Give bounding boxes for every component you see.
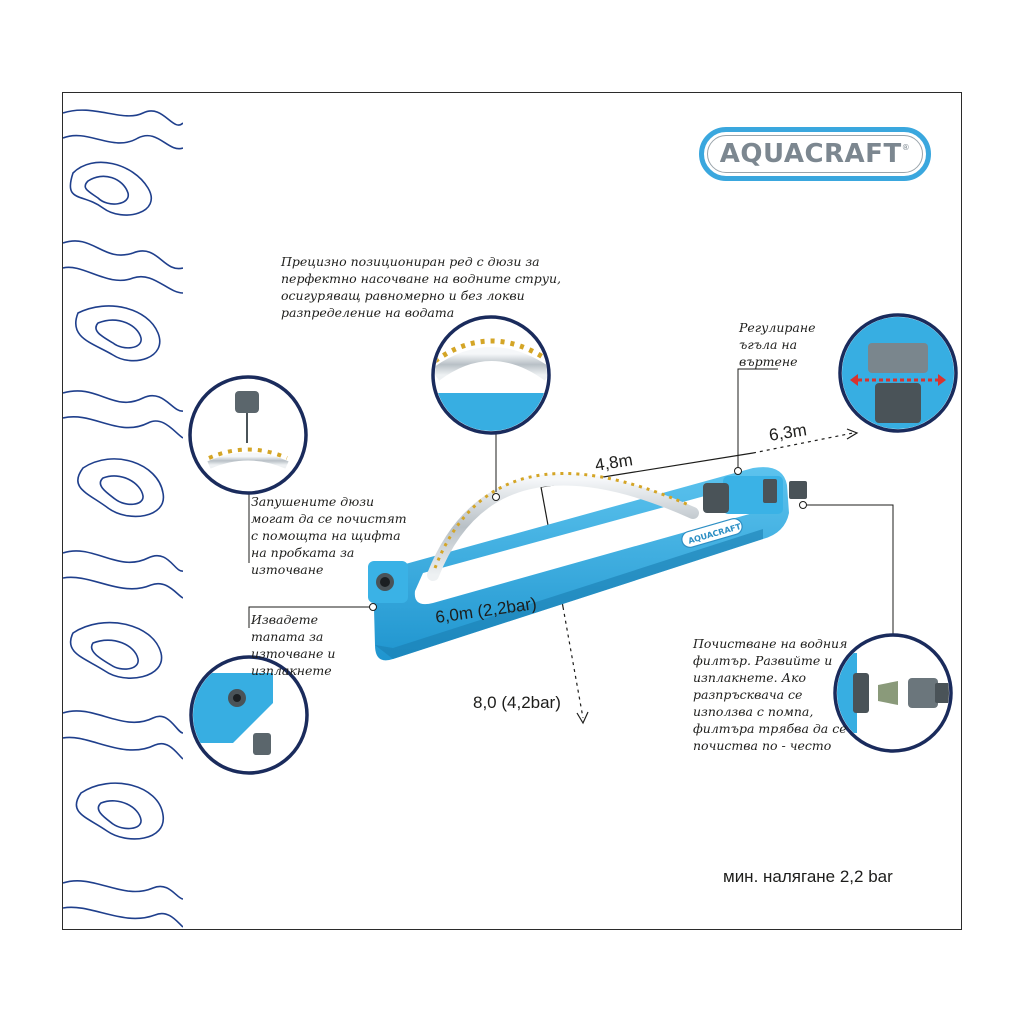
- leader-drain: [248, 606, 373, 628]
- width-arrow-icon: [846, 428, 859, 440]
- width-long-line: [752, 432, 854, 454]
- length-arrow-icon: [576, 711, 589, 725]
- nozzle-detail-icon: [431, 315, 551, 435]
- callout-clogged-nozzles: Запушените дюзи могат да се почистят с п…: [251, 494, 407, 577]
- sprinkler-product-icon: AQUACRAFT: [368, 467, 807, 661]
- drain-plug-detail-icon: [189, 655, 309, 775]
- leader-angle: [737, 368, 778, 469]
- leader-dot-drain: [369, 603, 377, 611]
- brand-logo: AQUACRAFT®: [699, 127, 931, 181]
- leader-dot-angle: [734, 467, 742, 475]
- length-high-line: [562, 606, 584, 719]
- callout-filter-cleaning: Почистване на водния филтър. Развийте и …: [693, 636, 848, 753]
- callout-drain-plug: Извадете тапата за източване и изплакнет…: [251, 612, 336, 678]
- filter-detail-icon: [833, 633, 953, 753]
- logo-text: AQUACRAFT®: [719, 139, 911, 169]
- callout-nozzle-row: Прецизно позициониран ред с дюзи за перф…: [281, 254, 562, 320]
- leader-dot-nozzle: [492, 493, 500, 501]
- min-pressure-label: мин. налягане 2,2 bar: [723, 867, 893, 886]
- leader-dot-filter: [799, 501, 807, 509]
- callout-angle-adjust: Регулиране ъгъла на въртене: [739, 320, 816, 369]
- product-sheet: AQUACRAFT®: [62, 92, 962, 930]
- topographic-pattern-icon: [63, 109, 183, 928]
- sprinkler-artwork: AQUACRAFT: [188, 313, 958, 775]
- measure-length-high: 8,0 (4,2bar): [473, 693, 561, 712]
- leader-filter: [803, 504, 894, 663]
- pin-detail-icon: [188, 375, 308, 495]
- angle-detail-icon: [838, 313, 958, 433]
- logo-inner-ring: [707, 135, 923, 173]
